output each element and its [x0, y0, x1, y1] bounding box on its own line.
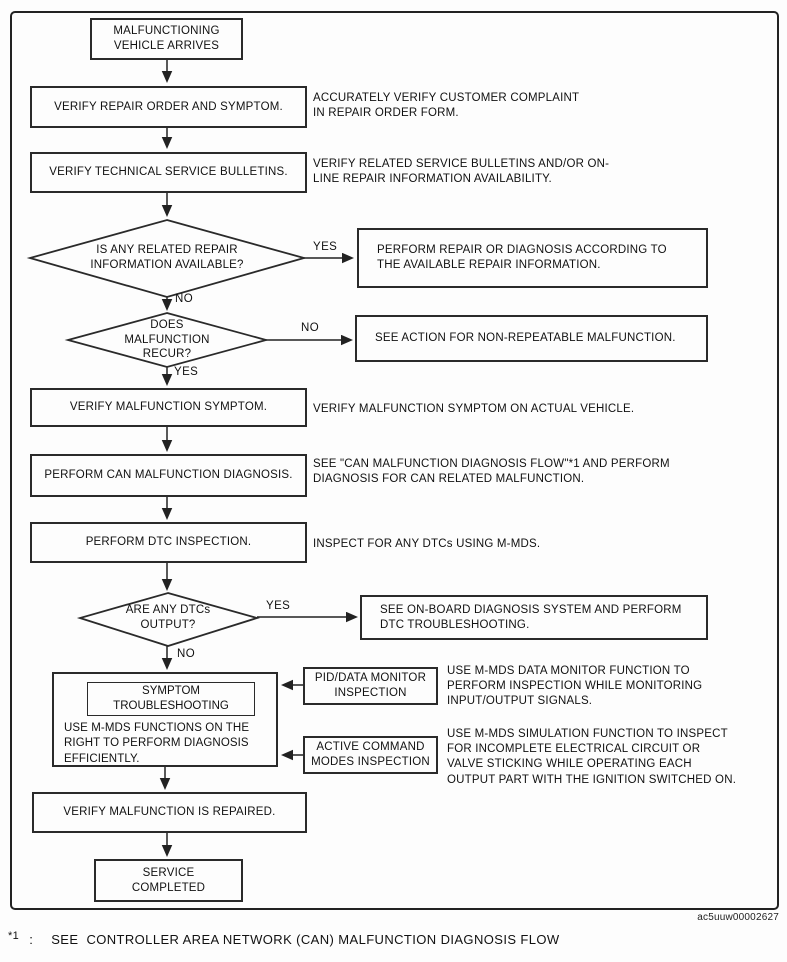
node-start: MALFUNCTIONING VEHICLE ARRIVES — [90, 18, 243, 60]
annotation-active: USE M-MDS SIMULATION FUNCTION TO INSPECT… — [447, 728, 737, 786]
node-symptom-troubleshooting: SYMPTOM TROUBLESHOOTING USE M-MDS FUNCTI… — [52, 672, 278, 767]
node-perform-repair: PERFORM REPAIR OR DIAGNOSIS ACCORDING TO… — [357, 228, 708, 288]
node-see-onboard-diagnosis: SEE ON-BOARD DIAGNOSIS SYSTEM AND PERFOR… — [360, 595, 708, 640]
node-verify-tsb: VERIFY TECHNICAL SERVICE BULLETINS. — [30, 152, 307, 193]
label-yes-recur: YES — [174, 366, 199, 378]
annotation-tsb: VERIFY RELATED SERVICE BULLETINS AND/OR … — [313, 158, 610, 186]
decision-dtc-shape — [76, 592, 261, 647]
node-verify-symptom: VERIFY MALFUNCTION SYMPTOM. — [30, 388, 307, 427]
node-perform-can-diagnosis: PERFORM CAN MALFUNCTION DIAGNOSIS. — [30, 454, 307, 497]
label-no-repair-info: NO — [175, 293, 194, 305]
label-no-recur: NO — [301, 322, 320, 334]
diagram-border — [10, 11, 779, 910]
label-yes-dtc: YES — [266, 600, 291, 612]
node-service-completed: SERVICE COMPLETED — [94, 859, 243, 902]
footnote-colon: : — [29, 932, 34, 947]
node-see-action-non-repeatable: SEE ACTION FOR NON-REPEATABLE MALFUNCTIO… — [355, 315, 708, 362]
node-pid-data-monitor: PID/DATA MONITOR INSPECTION — [303, 667, 438, 705]
decision-repair-info-shape — [26, 219, 308, 298]
footnote: *1: SEE CONTROLLER AREA NETWORK (CAN) MAL… — [8, 930, 560, 947]
symptom-troubleshooting-title: SYMPTOM TROUBLESHOOTING — [87, 682, 255, 716]
node-active-command-modes: ACTIVE COMMAND MODES INSPECTION — [303, 736, 438, 774]
decision-recur-shape — [64, 312, 270, 368]
annotation-pid: USE M-MDS DATA MONITOR FUNCTION TO PERFO… — [447, 665, 703, 708]
annotation-can: SEE "CAN MALFUNCTION DIAGNOSIS FLOW"*1 A… — [313, 458, 670, 486]
decision-dtc-output-label: ARE ANY DTCs OUTPUT? — [125, 604, 211, 631]
annotation-repair-order: ACCURATELY VERIFY CUSTOMER COMPLAINT IN … — [313, 92, 580, 120]
annotation-symptom: VERIFY MALFUNCTION SYMPTOM ON ACTUAL VEH… — [313, 403, 635, 415]
label-no-dtc: NO — [177, 648, 196, 660]
figure-id: ac5uuw00002627 — [697, 912, 779, 923]
footnote-marker: *1 — [8, 930, 20, 942]
label-yes-repair-info: YES — [313, 241, 338, 253]
node-perform-dtc-inspection: PERFORM DTC INSPECTION. — [30, 522, 307, 563]
annotation-dtc: INSPECT FOR ANY DTCs USING M-MDS. — [313, 538, 541, 550]
decision-repair-info-label: IS ANY RELATED REPAIR INFORMATION AVAILA… — [90, 244, 244, 271]
symptom-troubleshooting-body: USE M-MDS FUNCTIONS ON THE RIGHT TO PERF… — [64, 722, 250, 765]
footnote-text: SEE CONTROLLER AREA NETWORK (CAN) MALFUN… — [51, 932, 560, 947]
node-verify-repaired: VERIFY MALFUNCTION IS REPAIRED. — [32, 792, 307, 833]
node-verify-repair-order: VERIFY REPAIR ORDER AND SYMPTOM. — [30, 86, 307, 128]
decision-recur-label: DOES MALFUNCTION RECUR? — [124, 318, 210, 361]
